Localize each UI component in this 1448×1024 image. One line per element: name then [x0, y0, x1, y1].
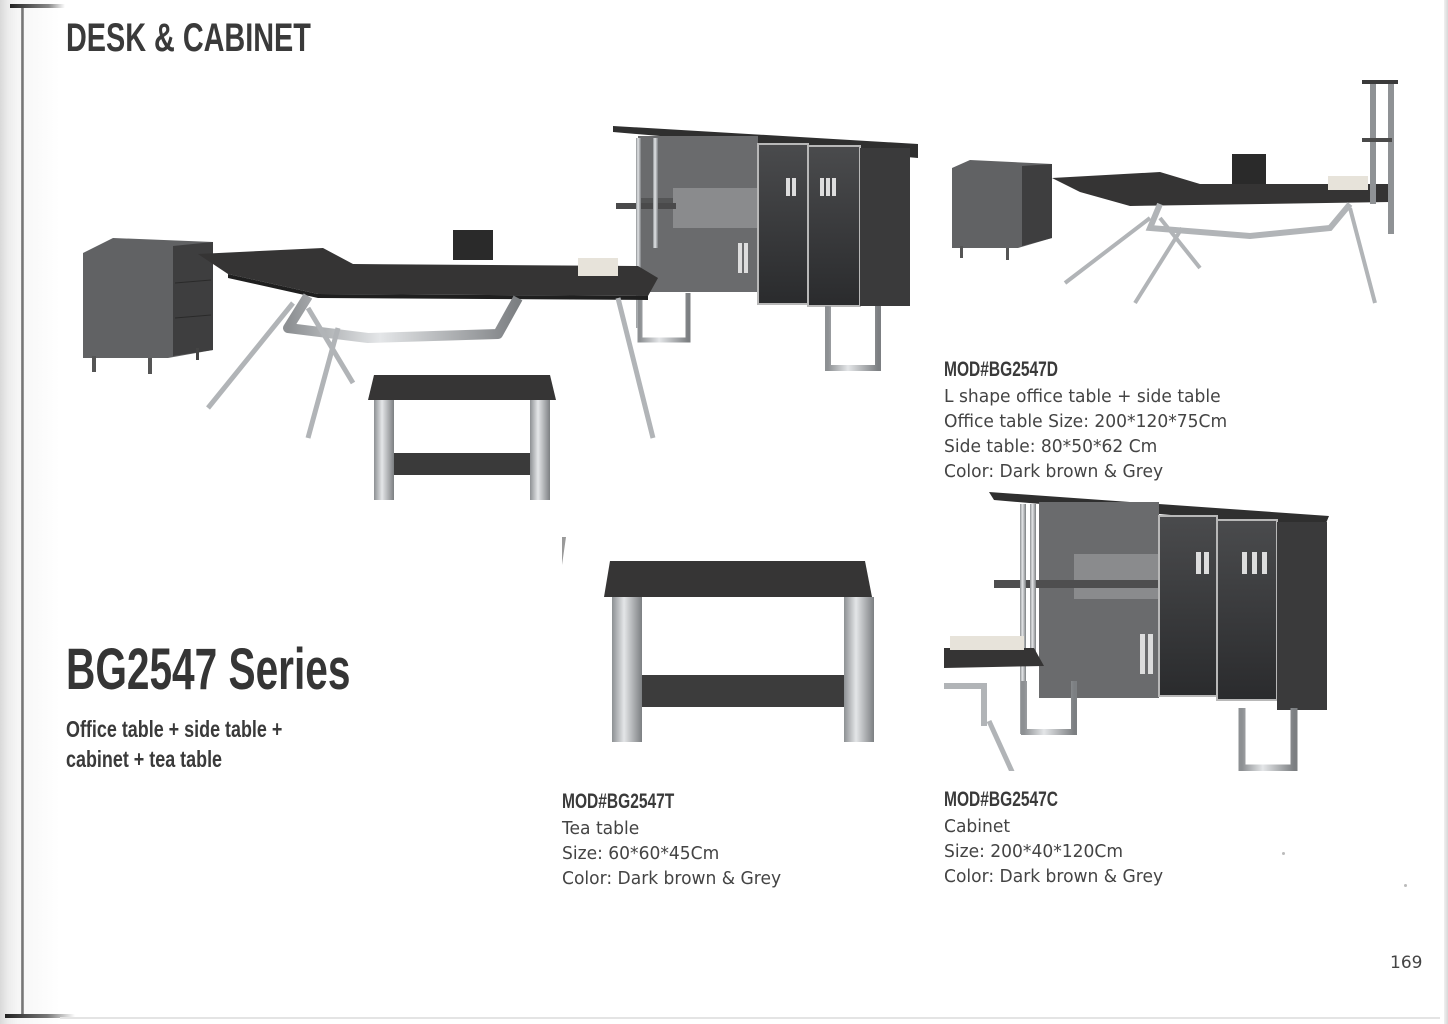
model-number: MOD#BG2547C — [944, 788, 1059, 811]
spec-size: Size: 60*60*45Cm — [562, 843, 720, 864]
page-bottom-edge — [60, 1017, 1440, 1019]
spec-side-table-size: Side table: 80*50*62 Cm — [944, 436, 1158, 457]
page-corner-bottom — [5, 1014, 75, 1018]
l-shape-desk-with-side-cabinet-image — [950, 78, 1400, 308]
spec-color: Color: Dark brown & Grey — [944, 866, 1164, 887]
page-number: 169 — [1390, 953, 1423, 973]
model-number: MOD#BG2547D — [944, 358, 1059, 381]
spec-description: L shape office table + side table — [944, 386, 1221, 407]
page-corner-top — [10, 4, 65, 8]
book-spine-shadow — [21, 8, 24, 1016]
series-subtitle-line: cabinet + tea table — [66, 746, 223, 772]
series-subtitle-line: Office table + side table + — [66, 716, 283, 742]
spec-size: Office table Size: 200*120*75Cm — [944, 411, 1228, 432]
product-spec-cabinet: MOD#BG2547C Cabinet Size: 200*40*120Cm C… — [944, 788, 1175, 889]
spec-size: Size: 200*40*120Cm — [944, 841, 1124, 862]
spec-color: Color: Dark brown & Grey — [944, 461, 1164, 482]
cabinet-image — [944, 486, 1334, 771]
spec-description: Cabinet — [944, 816, 1011, 837]
scan-speck — [1404, 884, 1407, 887]
section-title: DESK & CABINET — [66, 16, 311, 60]
tea-table-image — [560, 535, 880, 750]
scan-speck — [1282, 852, 1285, 855]
series-title: BG2547 Series — [66, 637, 351, 702]
spec-description: Tea table — [562, 818, 640, 839]
series-subtitle: Office table + side table + cabinet + te… — [66, 714, 282, 774]
page-right-edge — [1444, 0, 1448, 1024]
model-number: MOD#BG2547T — [562, 790, 675, 813]
product-spec-tea-table: MOD#BG2547T Tea table Size: 60*60*45Cm C… — [562, 790, 793, 891]
spec-color: Color: Dark brown & Grey — [562, 868, 782, 889]
full-office-set-image — [78, 118, 918, 508]
product-spec-desk: MOD#BG2547D L shape office table + side … — [944, 358, 1242, 484]
